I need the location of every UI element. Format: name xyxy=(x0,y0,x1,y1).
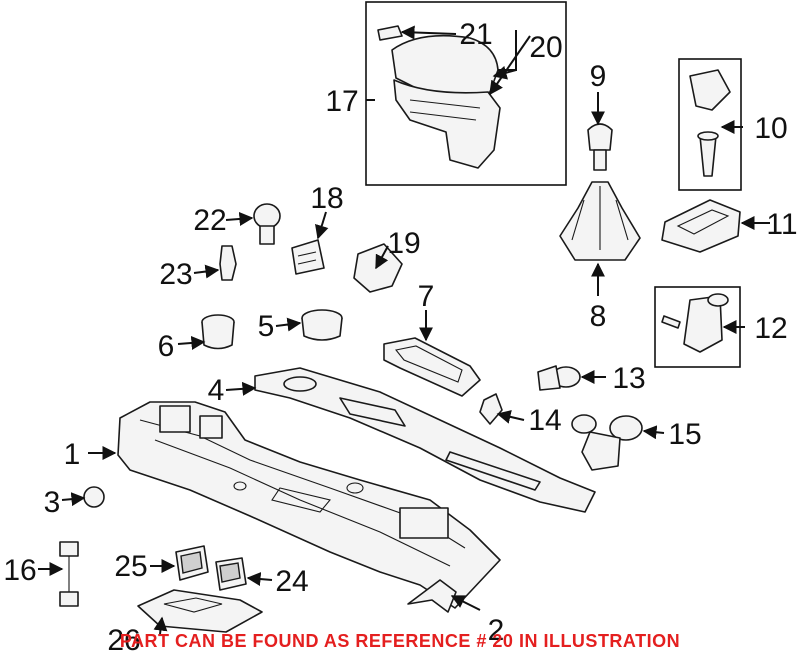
callout-15: 15 xyxy=(668,418,701,451)
callout-7: 7 xyxy=(418,280,435,313)
part-15-switch-housing xyxy=(571,414,643,471)
part-7-storage-tray xyxy=(383,337,481,397)
callout-25: 25 xyxy=(114,550,147,583)
callout-10: 10 xyxy=(754,112,787,145)
callout-22: 22 xyxy=(193,204,226,237)
part-4-upper-trim xyxy=(254,367,596,513)
part-26-trim-strip xyxy=(137,589,263,633)
callout-5: 5 xyxy=(258,310,275,343)
part-11-shift-bezel xyxy=(661,199,741,253)
part-18-module xyxy=(291,239,325,275)
part-10-selector-knob xyxy=(689,69,731,177)
callout-21: 21 xyxy=(459,18,492,51)
part-8-shift-boot xyxy=(559,181,641,261)
part-16-connector xyxy=(59,541,79,607)
callout-14: 14 xyxy=(528,404,561,437)
callout-9: 9 xyxy=(590,60,607,93)
callout-23: 23 xyxy=(159,258,192,291)
callout-labels: 1 2 3 4 5 6 7 8 9 10 11 12 13 14 15 16 1… xyxy=(3,18,797,657)
part-9-shift-knob xyxy=(587,123,613,171)
part-22-cap xyxy=(253,203,281,245)
part-12-power-outlet xyxy=(661,293,729,353)
part-14-bulb xyxy=(479,393,503,425)
part-1-console-body xyxy=(117,401,501,609)
part-21-lid-cap xyxy=(377,25,403,41)
callout-4: 4 xyxy=(208,374,225,407)
leader-lines xyxy=(38,25,770,635)
callout-17: 17 xyxy=(325,85,358,118)
callout-8: 8 xyxy=(590,300,607,333)
part-25-switch xyxy=(175,545,209,581)
callout-6: 6 xyxy=(158,330,175,363)
callout-24: 24 xyxy=(275,565,308,598)
callout-16: 16 xyxy=(3,554,36,587)
part-23-bulb xyxy=(219,245,237,281)
frame-armrest-assembly xyxy=(365,1,567,186)
part-17-armrest xyxy=(391,34,501,169)
frame-shift-knob xyxy=(678,58,742,191)
callout-3: 3 xyxy=(44,486,61,519)
callout-13: 13 xyxy=(612,362,645,395)
callout-19: 19 xyxy=(387,227,420,260)
callout-2: 2 xyxy=(488,614,505,647)
part-5-cup-insert xyxy=(301,309,343,341)
part-24-switch xyxy=(215,557,247,591)
reference-note: PART CAN BE FOUND AS REFERENCE # 20 IN I… xyxy=(119,631,681,651)
callout-26: 26 xyxy=(107,624,140,657)
part-3-plug xyxy=(83,486,105,508)
part-6-cup-holder xyxy=(201,314,235,350)
callout-20: 20 xyxy=(529,31,562,64)
callout-12: 12 xyxy=(754,312,787,345)
callout-1: 1 xyxy=(64,438,81,471)
callout-11: 11 xyxy=(766,208,797,241)
callout-18: 18 xyxy=(310,182,343,215)
part-13-socket xyxy=(537,365,581,391)
